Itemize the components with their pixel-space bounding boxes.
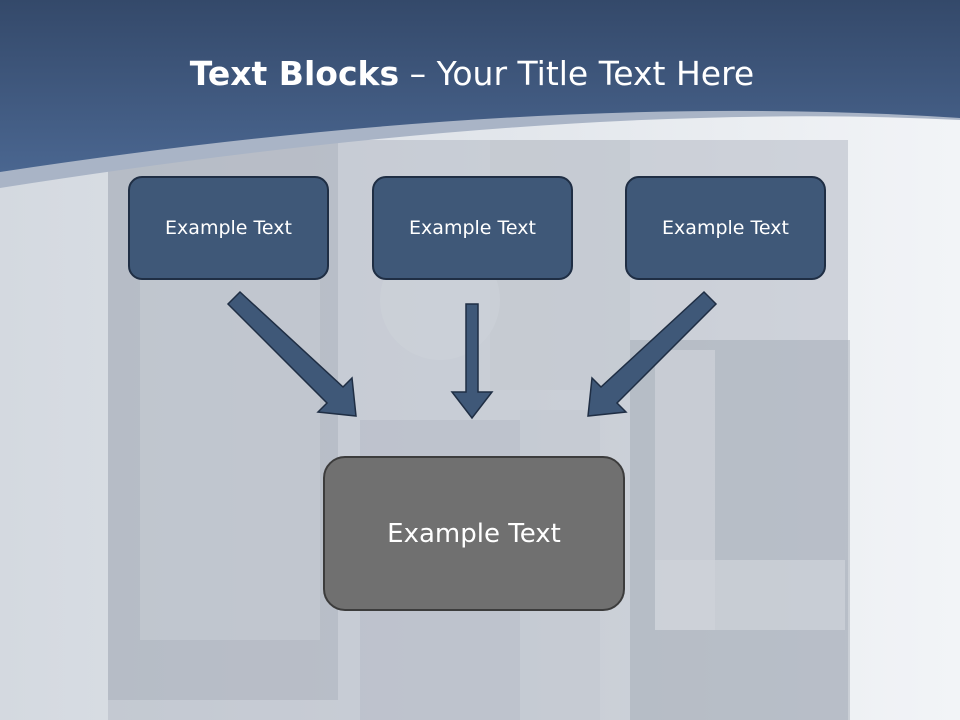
title-separator: – xyxy=(399,54,437,93)
top-text-block-2[interactable]: Example Text xyxy=(372,176,573,280)
header-band xyxy=(0,0,960,188)
top-text-block-3-label: Example Text xyxy=(662,217,789,239)
arrow-left xyxy=(226,290,357,417)
top-text-block-2-label: Example Text xyxy=(409,217,536,239)
top-text-block-1-label: Example Text xyxy=(165,217,292,239)
center-text-block[interactable]: Example Text xyxy=(323,456,625,611)
arrow-middle xyxy=(450,303,494,420)
title-rest: Your Title Text Here xyxy=(436,54,755,93)
slide-title: Text Blocks – Your Title Text Here xyxy=(0,52,944,96)
title-bold-part: Text Blocks xyxy=(189,54,400,93)
top-text-block-1[interactable]: Example Text xyxy=(128,176,329,280)
arrow-right xyxy=(587,290,718,417)
top-text-block-3[interactable]: Example Text xyxy=(625,176,826,280)
center-text-block-label: Example Text xyxy=(387,518,561,549)
